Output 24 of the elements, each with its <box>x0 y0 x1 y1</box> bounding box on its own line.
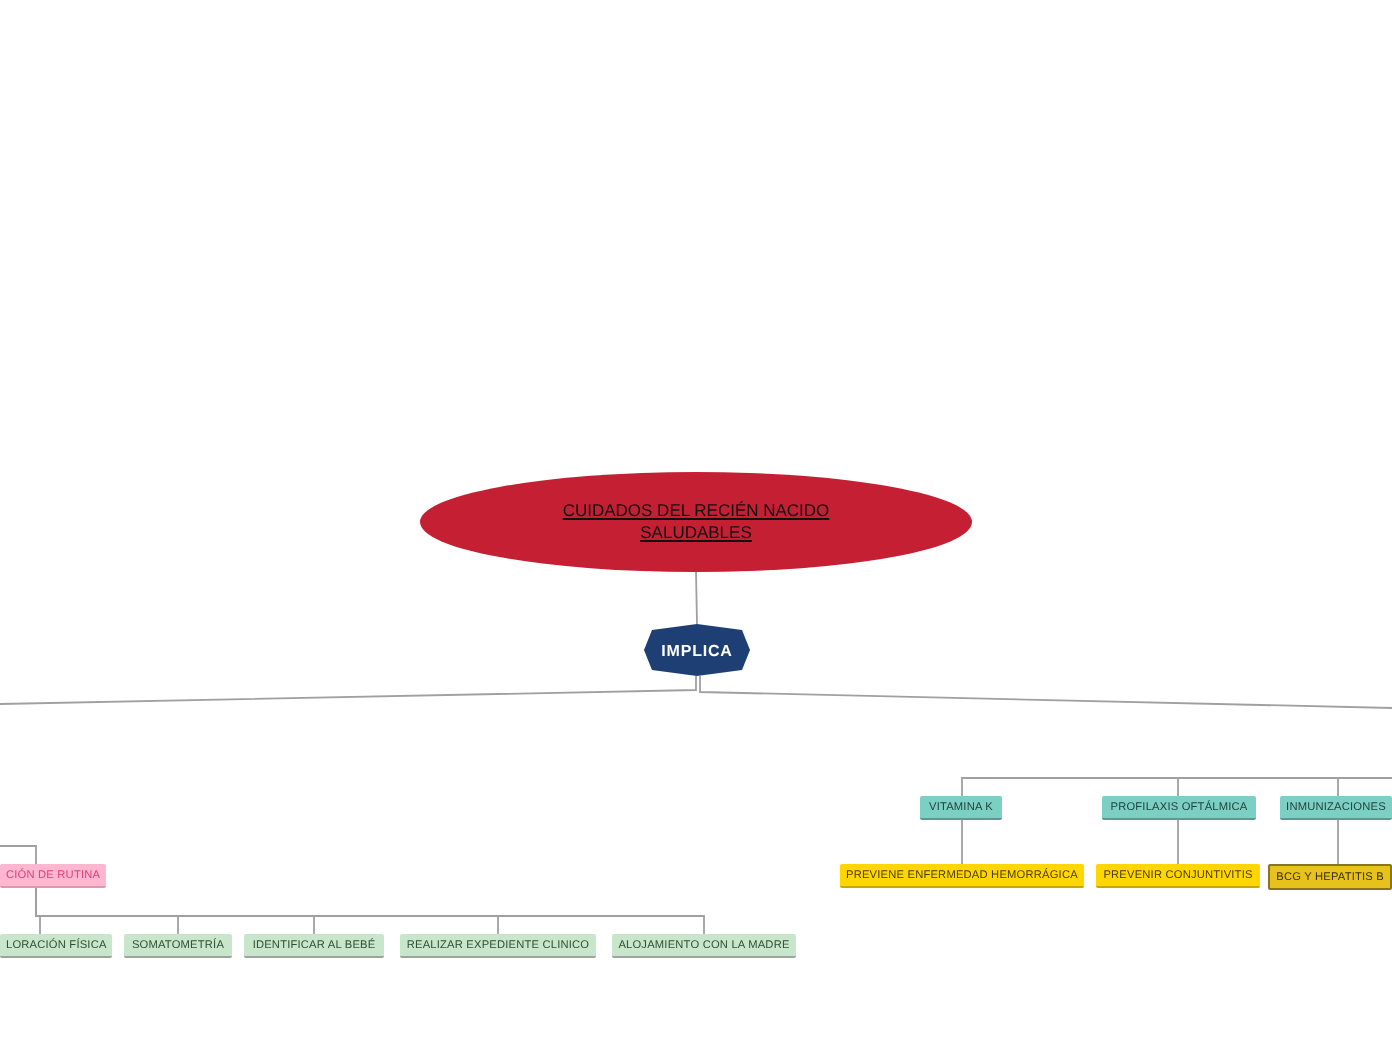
topic-box <box>244 934 384 958</box>
topic-box <box>1096 864 1260 888</box>
connector-line <box>1337 819 1339 865</box>
topic-box <box>0 864 107 888</box>
connector-line <box>699 675 1392 709</box>
topic-box <box>1268 864 1392 890</box>
topic-box <box>1102 796 1256 820</box>
topic-box <box>1280 796 1392 820</box>
connector-line <box>1177 819 1179 865</box>
connector-line <box>0 845 37 865</box>
topic-box <box>124 934 232 958</box>
connector-line <box>0 675 697 705</box>
topic-title: CUIDADOS DEL RECIÉN NACIDO SALUDABLES <box>560 500 832 544</box>
topic-ellipse <box>420 472 972 572</box>
topic-box <box>920 796 1002 820</box>
connector-line <box>961 819 963 865</box>
connector-line <box>695 571 698 625</box>
topic-box <box>840 864 1084 888</box>
connector-line <box>1337 777 1392 797</box>
hub-label: IMPLICA <box>661 641 733 659</box>
connector-hexagon <box>644 624 750 676</box>
topic-box <box>612 934 796 958</box>
topic-box <box>0 934 113 958</box>
topic-box <box>400 934 596 958</box>
